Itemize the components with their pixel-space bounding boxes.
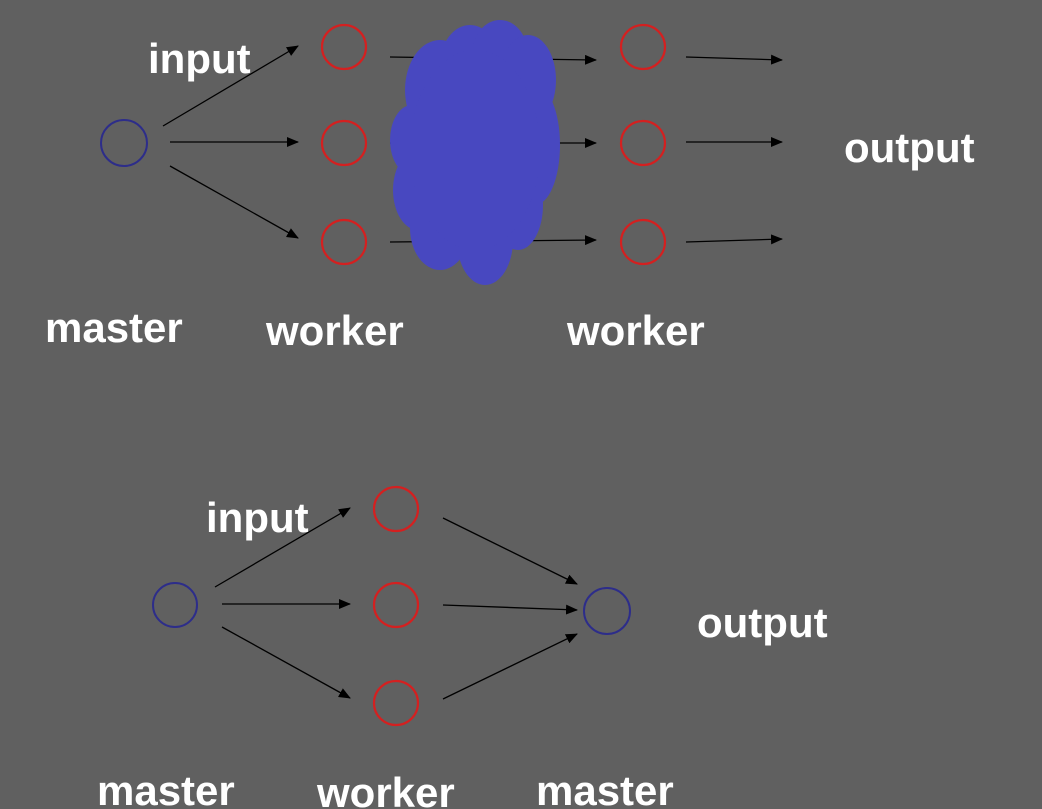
bottom-master-label-2: master <box>536 767 674 809</box>
top-master-label: master <box>45 304 183 351</box>
bottom-arrow-master-worker-3 <box>221 626 351 699</box>
top-worker-a1 <box>320 23 368 71</box>
top-worker-b3 <box>619 218 667 266</box>
top-worker-label-1: worker <box>265 307 404 354</box>
top-arrow-master-worker-3 <box>169 165 299 239</box>
bottom-worker-1 <box>372 485 420 533</box>
top-diagram: input output master worker worker <box>45 20 975 354</box>
top-input-label: input <box>148 35 251 82</box>
top-worker-b2 <box>619 119 667 167</box>
bottom-master-node-2 <box>583 587 631 635</box>
top-arrow-master-worker-1 <box>162 45 299 127</box>
bottom-arrow-master-worker-1 <box>214 507 351 588</box>
top-worker-label-2: worker <box>566 307 705 354</box>
bottom-output-label: output <box>697 599 828 646</box>
top-master-node <box>100 119 148 167</box>
top-arrow-output-1 <box>685 54 783 65</box>
top-arrow-output-3 <box>685 234 783 245</box>
bottom-arrow-worker-master-1 <box>442 517 578 585</box>
top-output-label: output <box>844 124 975 171</box>
top-worker-a3 <box>320 218 368 266</box>
bottom-diagram: input output master worker master <box>97 485 828 809</box>
bottom-input-label: input <box>206 494 309 541</box>
bottom-worker-label: worker <box>316 769 455 809</box>
top-worker-a2 <box>320 119 368 167</box>
bottom-master-label-1: master <box>97 767 235 809</box>
top-worker-b1 <box>619 23 667 71</box>
bottom-arrow-worker-master-2 <box>442 604 578 615</box>
bottom-worker-3 <box>372 679 420 727</box>
cloud-shape <box>390 20 560 285</box>
bottom-arrow-worker-master-3 <box>442 633 578 700</box>
bottom-master-node-1 <box>152 582 198 628</box>
bottom-worker-2 <box>372 581 420 629</box>
